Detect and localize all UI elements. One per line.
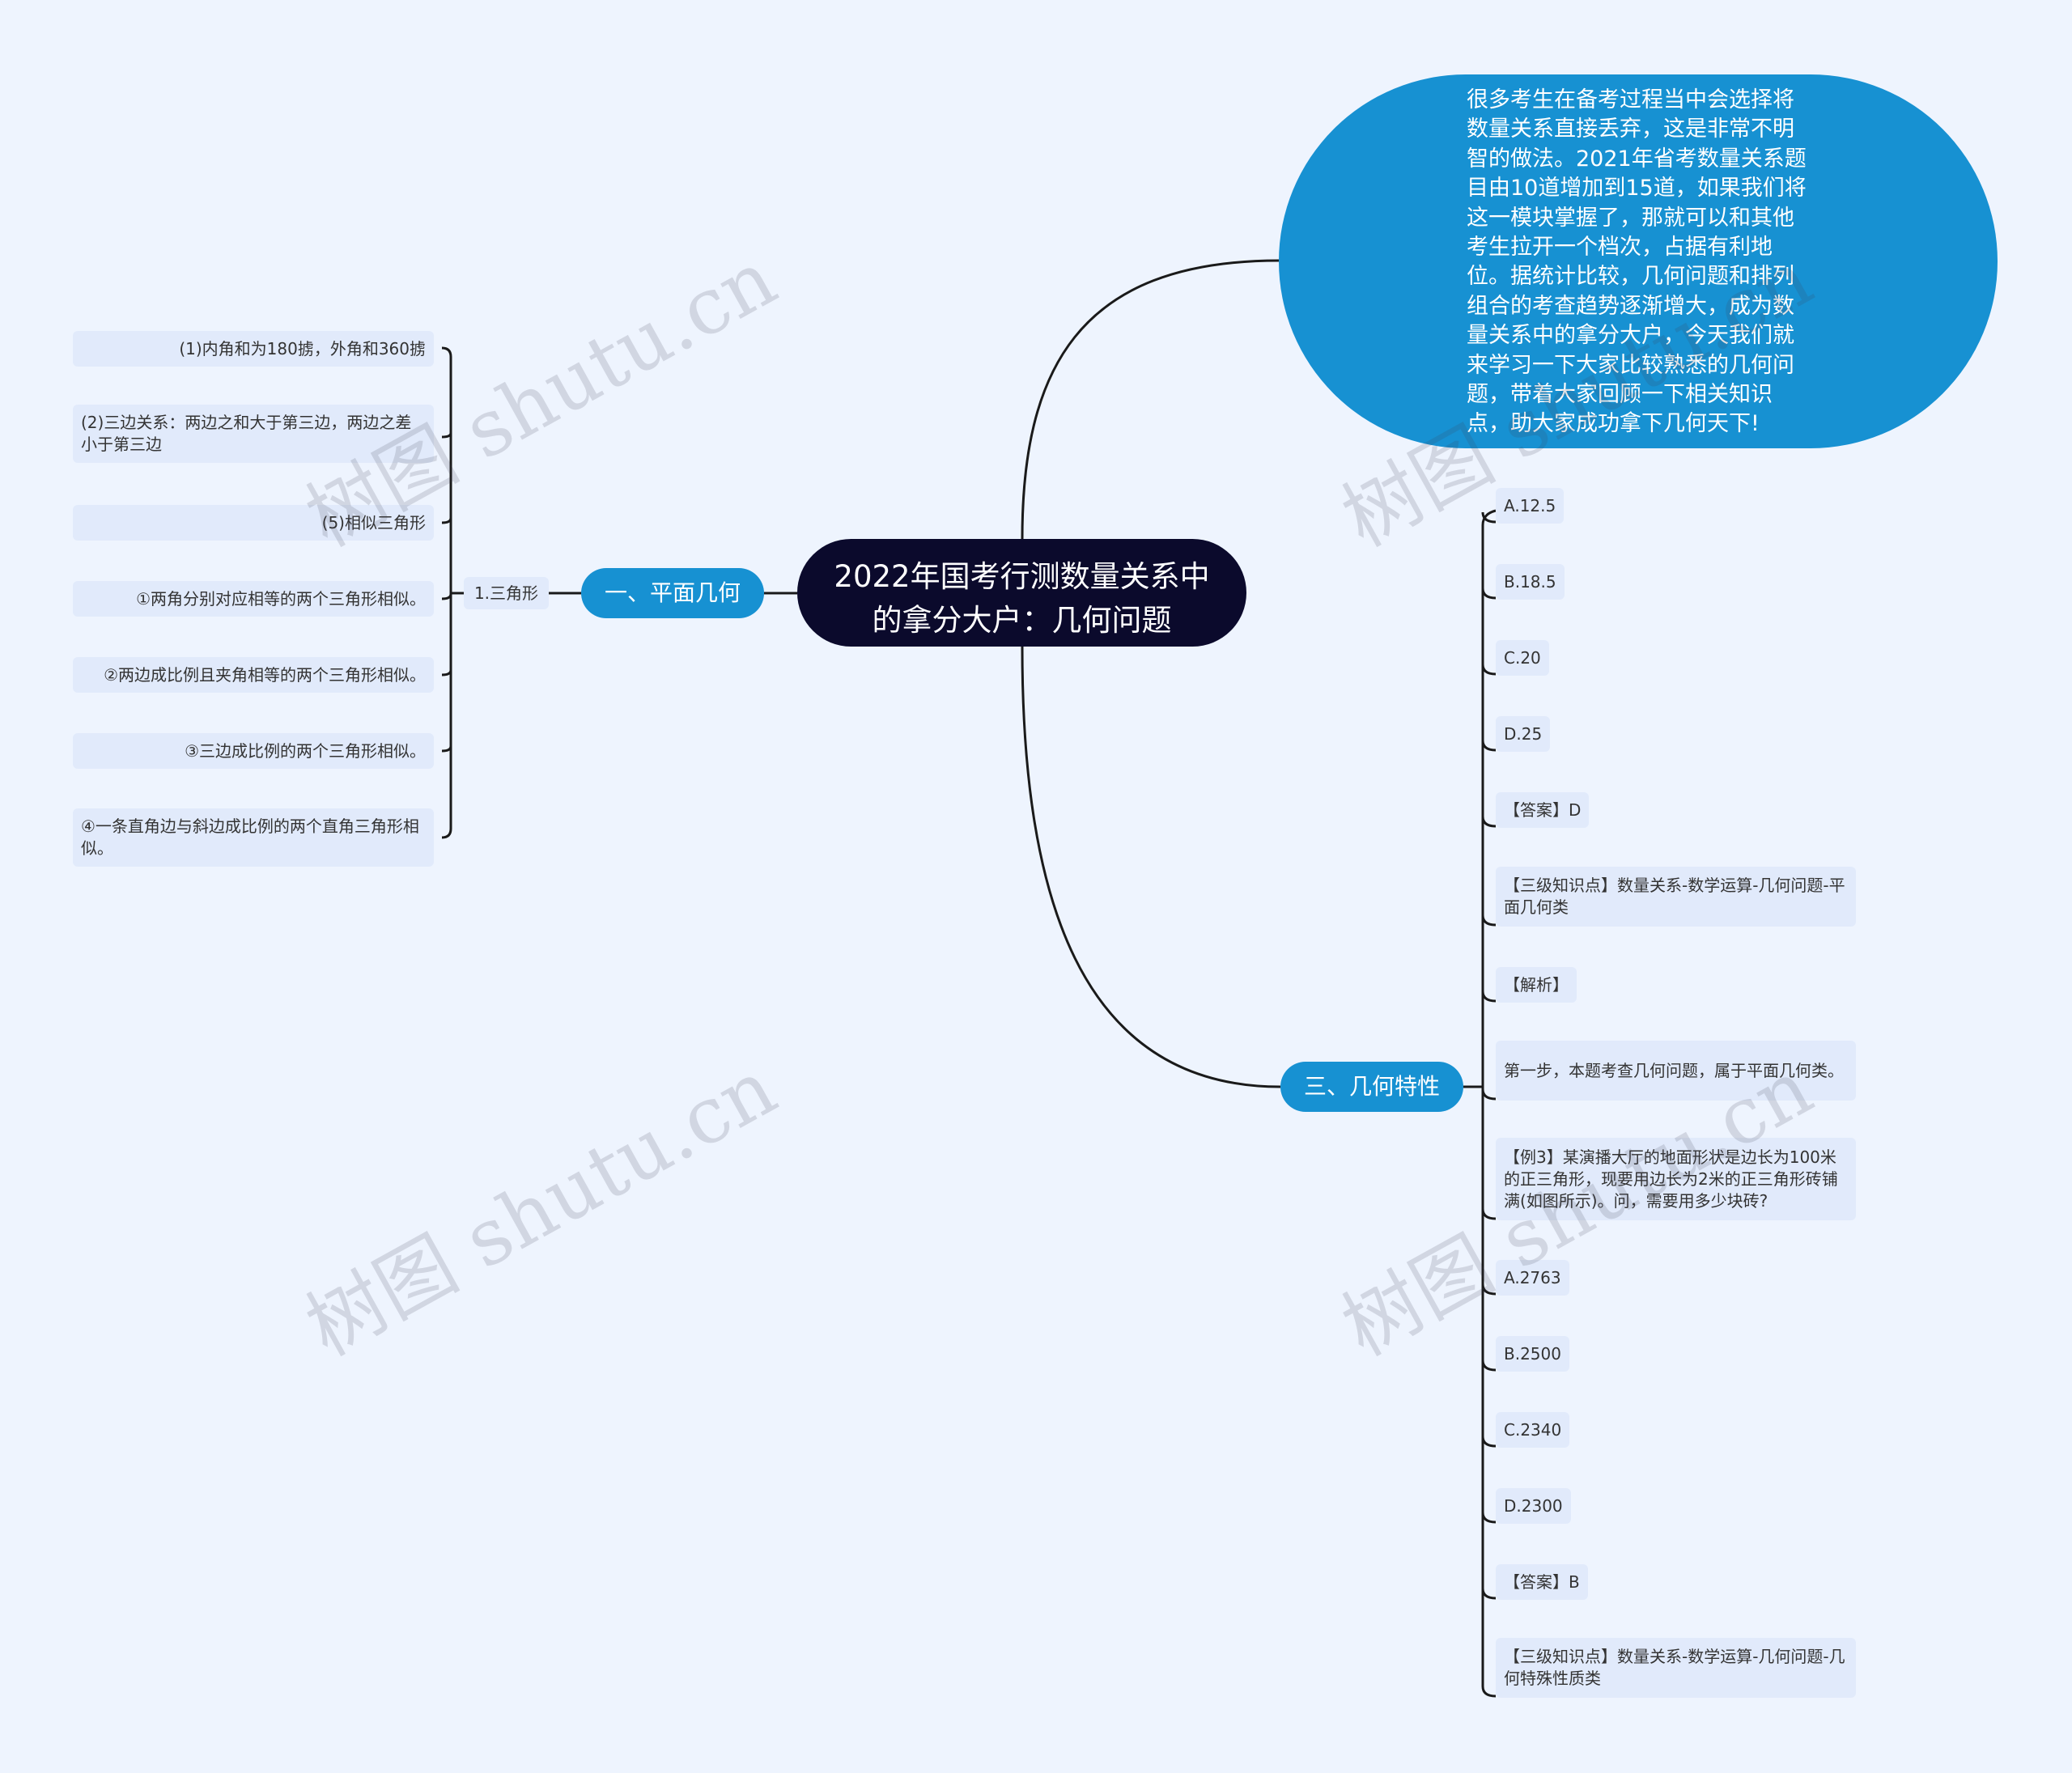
leaf-answer-2[interactable]: 【答案】B [1496,1564,1588,1600]
leaf-similar-rule-3[interactable]: ③三边成比例的两个三角形相似。 [73,733,434,769]
link-leaf-12 [1481,1512,1497,1524]
leaf-similar-rule-1[interactable]: ①两角分别对应相等的两个三角形相似。 [73,581,434,617]
leaf-option-d1[interactable]: D.25 [1496,716,1551,752]
root-topic[interactable]: 2022年国考行测数量关系中的拿分大户：几何问题 [797,539,1246,647]
link-leaf-13 [1481,1588,1497,1600]
bracket-right [1481,509,1497,1686]
leaf-option-a1[interactable]: A.12.5 [1496,488,1565,524]
link-leaf-1 [1481,587,1497,600]
sub-topic-triangle[interactable]: 1.三角形 [464,577,549,609]
leaf-analysis-step-1[interactable]: 第一步，本题考查几何问题，属于平面几何类。 [1496,1041,1856,1101]
leaf-option-a2[interactable]: A.2763 [1496,1260,1569,1296]
leaf-similar-rule-2[interactable]: ②两边成比例且夹角相等的两个三角形相似。 [73,657,434,693]
leaf-example-3[interactable]: 【例3】某演播大厅的地面形状是边长为100米的正三角形，现要用边长为2米的正三角… [1496,1138,1856,1220]
leaf-analysis[interactable]: 【解析】 [1496,967,1577,1003]
link-leaf-5 [1481,914,1497,927]
link-leaf-7 [1481,1088,1497,1101]
link-leaf-8 [1481,1208,1497,1220]
leaf-option-c1[interactable]: C.20 [1496,640,1549,676]
leaf-option-c2[interactable]: C.2340 [1496,1412,1570,1448]
link-leaf-3 [1481,740,1497,752]
link-leaf-14 [1481,1686,1497,1698]
link-root-intro [1021,259,1280,540]
branch-geometry-properties[interactable]: 三、几何特性 [1280,1062,1463,1112]
leaf-similar-rule-4[interactable]: ④一条直角边与斜边成比例的两个直角三角形相似。 [73,808,434,867]
intro-text-bubble[interactable]: 很多考生在备考过程当中会选择将数量关系直接丢弃，这是非常不明智的做法。2021年… [1279,74,1998,448]
leaf-option-d2[interactable]: D.2300 [1496,1488,1571,1524]
link-leaf-2 [1481,664,1497,676]
leaf-answer-1[interactable]: 【答案】D [1496,792,1590,828]
leaf-similar-triangles[interactable]: (5)相似三角形 [73,505,434,541]
link-leaf-11 [1481,1436,1497,1448]
link-leaf-4 [1481,816,1497,828]
link-leaf-6 [1481,990,1497,1003]
leaf-option-b1[interactable]: B.18.5 [1496,564,1565,600]
leaf-angle-sum[interactable]: (1)内角和为180掳，外角和360掳 [73,331,434,367]
leaf-side-relation[interactable]: (2)三边关系：两边之和大于第三边，两边之差小于第三边 [73,405,434,463]
leaf-option-b2[interactable]: B.2500 [1496,1336,1569,1372]
leaf-knowledge-point-2[interactable]: 【三级知识点】数量关系-数学运算-几何问题-几何特殊性质类 [1496,1638,1856,1698]
link-leaf-0 [1481,511,1497,524]
leaf-knowledge-point-1[interactable]: 【三级知识点】数量关系-数学运算-几何问题-平面几何类 [1496,867,1856,927]
link-leaf-9 [1481,1283,1497,1296]
link-leaf-10 [1481,1359,1497,1372]
branch-plane-geometry[interactable]: 一、平面几何 [581,568,764,618]
bracket-left [441,346,452,839]
link-root-branch3 [1021,646,1281,1088]
